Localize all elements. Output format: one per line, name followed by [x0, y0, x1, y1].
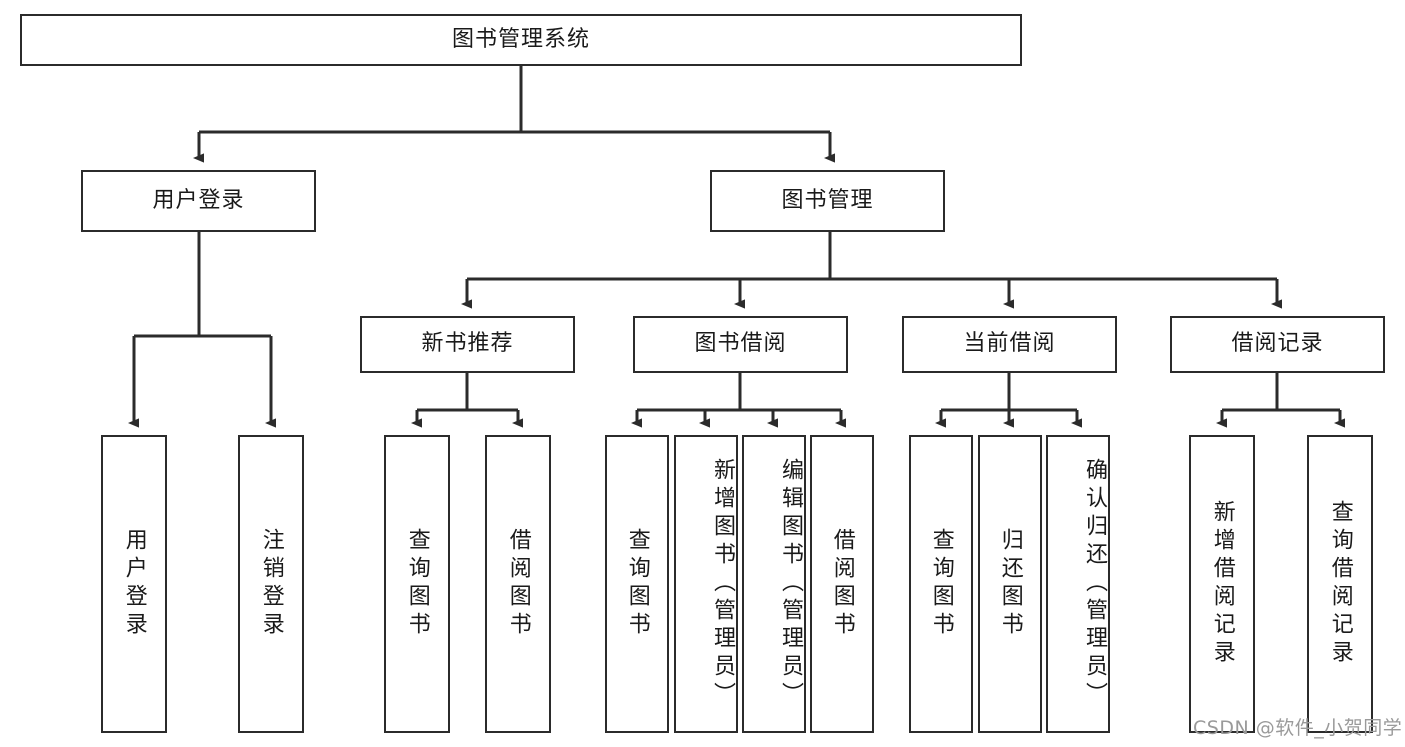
- csdn-watermark: CSDN @软件_小贺同学: [1193, 717, 1403, 739]
- node-leaf-edit-book-label: 编辑图书（管理员）: [778, 458, 803, 710]
- node-leaf-add-book-label: 新增图书（管理员）: [710, 458, 735, 710]
- node-new-book-recommend[interactable]: 新书推荐: [360, 316, 575, 373]
- node-leaf-borrow-book-1-label: 借阅图书: [505, 528, 531, 640]
- node-leaf-add-record[interactable]: 新增借阅记录: [1189, 435, 1255, 733]
- node-leaf-borrow-book-1[interactable]: 借阅图书: [485, 435, 551, 733]
- node-leaf-query-book-1[interactable]: 查询图书: [384, 435, 450, 733]
- node-leaf-confirm-return-label: 确认归还（管理员）: [1082, 458, 1107, 710]
- node-leaf-add-record-label: 新增借阅记录: [1209, 500, 1235, 668]
- node-leaf-edit-book[interactable]: 编辑图书（管理员）: [742, 435, 806, 733]
- node-current-borrow-label: 当前借阅: [963, 331, 1056, 357]
- node-book-manage-label: 图书管理: [781, 187, 874, 213]
- node-user-login-label: 用户登录: [152, 187, 245, 213]
- node-borrow-record[interactable]: 借阅记录: [1170, 316, 1385, 373]
- node-current-borrow[interactable]: 当前借阅: [902, 316, 1117, 373]
- node-book-manage[interactable]: 图书管理: [710, 170, 945, 232]
- node-leaf-return-book[interactable]: 归还图书: [978, 435, 1042, 733]
- node-leaf-query-record[interactable]: 查询借阅记录: [1307, 435, 1373, 733]
- node-leaf-user-login[interactable]: 用户登录: [101, 435, 167, 733]
- node-leaf-borrow-book-2[interactable]: 借阅图书: [810, 435, 874, 733]
- node-book-borrow[interactable]: 图书借阅: [633, 316, 848, 373]
- node-leaf-query-book-1-label: 查询图书: [404, 528, 430, 640]
- node-leaf-query-record-label: 查询借阅记录: [1327, 500, 1353, 668]
- node-leaf-query-book-2-label: 查询图书: [624, 528, 650, 640]
- node-leaf-confirm-return[interactable]: 确认归还（管理员）: [1046, 435, 1110, 733]
- node-leaf-return-book-label: 归还图书: [997, 528, 1023, 640]
- node-leaf-query-book-3[interactable]: 查询图书: [909, 435, 973, 733]
- node-leaf-query-book-3-label: 查询图书: [928, 528, 954, 640]
- node-user-login[interactable]: 用户登录: [81, 170, 316, 232]
- node-borrow-record-label: 借阅记录: [1231, 331, 1324, 357]
- node-leaf-user-logout-label: 注销登录: [258, 528, 284, 640]
- node-leaf-borrow-book-2-label: 借阅图书: [829, 528, 855, 640]
- node-book-borrow-label: 图书借阅: [694, 331, 787, 357]
- node-leaf-user-login-label: 用户登录: [121, 528, 147, 640]
- node-leaf-query-book-2[interactable]: 查询图书: [605, 435, 669, 733]
- node-root[interactable]: 图书管理系统: [20, 14, 1022, 66]
- node-new-book-recommend-label: 新书推荐: [421, 331, 514, 357]
- node-root-label: 图书管理系统: [451, 26, 590, 52]
- node-leaf-user-logout[interactable]: 注销登录: [238, 435, 304, 733]
- node-leaf-add-book[interactable]: 新增图书（管理员）: [674, 435, 738, 733]
